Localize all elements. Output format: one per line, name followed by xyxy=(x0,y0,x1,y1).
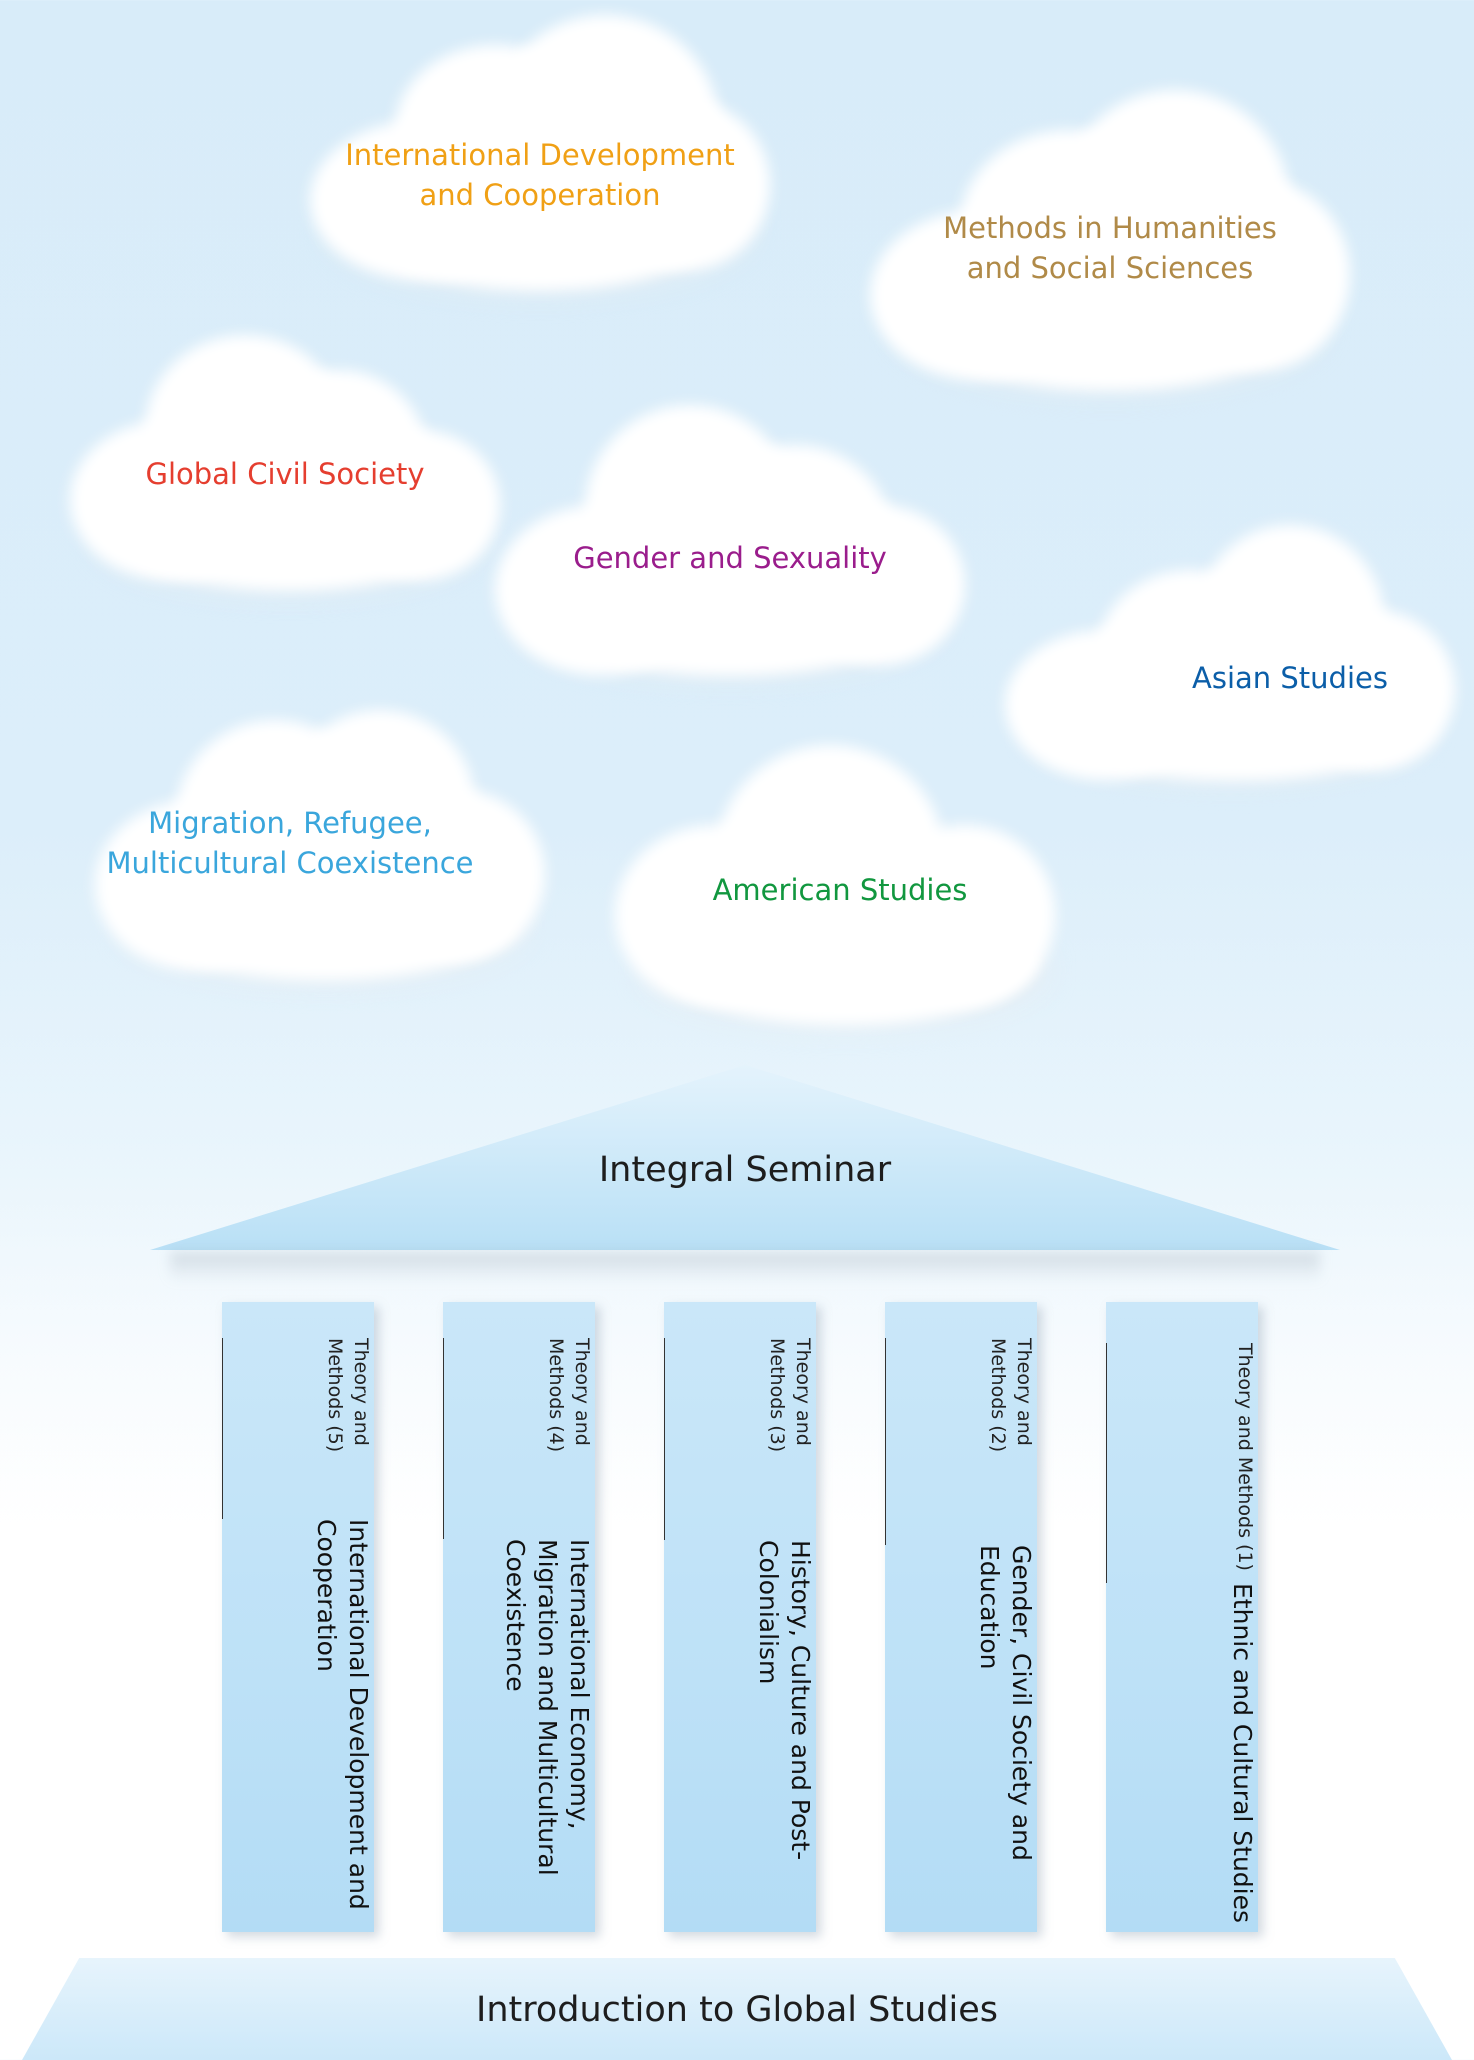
pillar-2-text: Theory and Methods (2) Gender, Civil Soc… xyxy=(885,1338,1037,1928)
cloud-gender-sexuality: Gender and Sexuality xyxy=(495,395,965,685)
pillar-5-text: Theory and Methods (5) International Dev… xyxy=(222,1338,374,1928)
pillar-3-text: Theory and Methods (3) History, Culture … xyxy=(664,1338,816,1928)
pillar-4-theory-label: Theory and Methods (4) xyxy=(443,1338,595,1539)
integral-seminar-label: Integral Seminar xyxy=(598,1150,892,1190)
pillar-3-theory-label: Theory and Methods (3) xyxy=(664,1338,816,1541)
roof-shadow xyxy=(170,1252,1320,1282)
pillar-1: Theory and Methods (1) Ethnic and Cultur… xyxy=(1106,1302,1258,1932)
pillar-2-theory-label: Theory and Methods (2) xyxy=(885,1338,1037,1545)
pillar-4: Theory and Methods (4) International Eco… xyxy=(443,1302,595,1932)
integral-seminar-roof xyxy=(150,1065,1340,1250)
pillar-4-text: Theory and Methods (4) International Eco… xyxy=(443,1338,595,1928)
cloud-label-international-development: International Development and Cooperatio… xyxy=(345,138,735,212)
introduction-base-label: Introduction to Global Studies xyxy=(476,1990,998,2030)
cloud-label-migration: Migration, Refugee, Multicultural Coexis… xyxy=(106,806,474,880)
pillar-3-title: History, Culture and Post-Colonialism xyxy=(754,1540,815,1861)
pillar-2: Theory and Methods (2) Gender, Civil Soc… xyxy=(885,1302,1037,1932)
cloud-label-methods: Methods in Humanities and Social Science… xyxy=(943,211,1277,285)
cloud-label-asian-studies: Asian Studies xyxy=(1192,661,1388,695)
pillar-1-theory-label: Theory and Methods (1) xyxy=(1106,1343,1258,1583)
cloud-asian-studies: Asian Studies xyxy=(1005,520,1455,790)
pillar-4-title: International Economy, Migration and Mul… xyxy=(501,1538,594,1876)
cloud-methods: Methods in Humanities and Social Science… xyxy=(870,90,1350,400)
pillar-1-text: Theory and Methods (1) Ethnic and Cultur… xyxy=(1106,1338,1258,1928)
pillar-2-title: Gender, Civil Society and Education xyxy=(975,1544,1036,1861)
introduction-base xyxy=(22,1958,1452,2060)
cloud-american-studies: American Studies xyxy=(615,745,1065,1035)
pillar-5-title: International Development and Cooperatio… xyxy=(312,1519,373,1910)
cloud-global-civil-society: Global Civil Society xyxy=(70,330,500,600)
pillar-5: Theory and Methods (5) International Dev… xyxy=(222,1302,374,1932)
cloud-label-american-studies: American Studies xyxy=(712,873,968,907)
cloud-migration: Migration, Refugee, Multicultural Coexis… xyxy=(95,700,545,990)
cloud-label-global-civil-society: Global Civil Society xyxy=(145,457,425,491)
cloud-label-gender-sexuality: Gender and Sexuality xyxy=(573,541,887,575)
cloud-international-development: International Development and Cooperatio… xyxy=(300,10,780,300)
pillar-1-title: Ethnic and Cultural Studies xyxy=(1228,1582,1257,1923)
pillar-3: Theory and Methods (3) History, Culture … xyxy=(664,1302,816,1932)
pillar-5-theory-label: Theory and Methods (5) xyxy=(222,1338,374,1520)
